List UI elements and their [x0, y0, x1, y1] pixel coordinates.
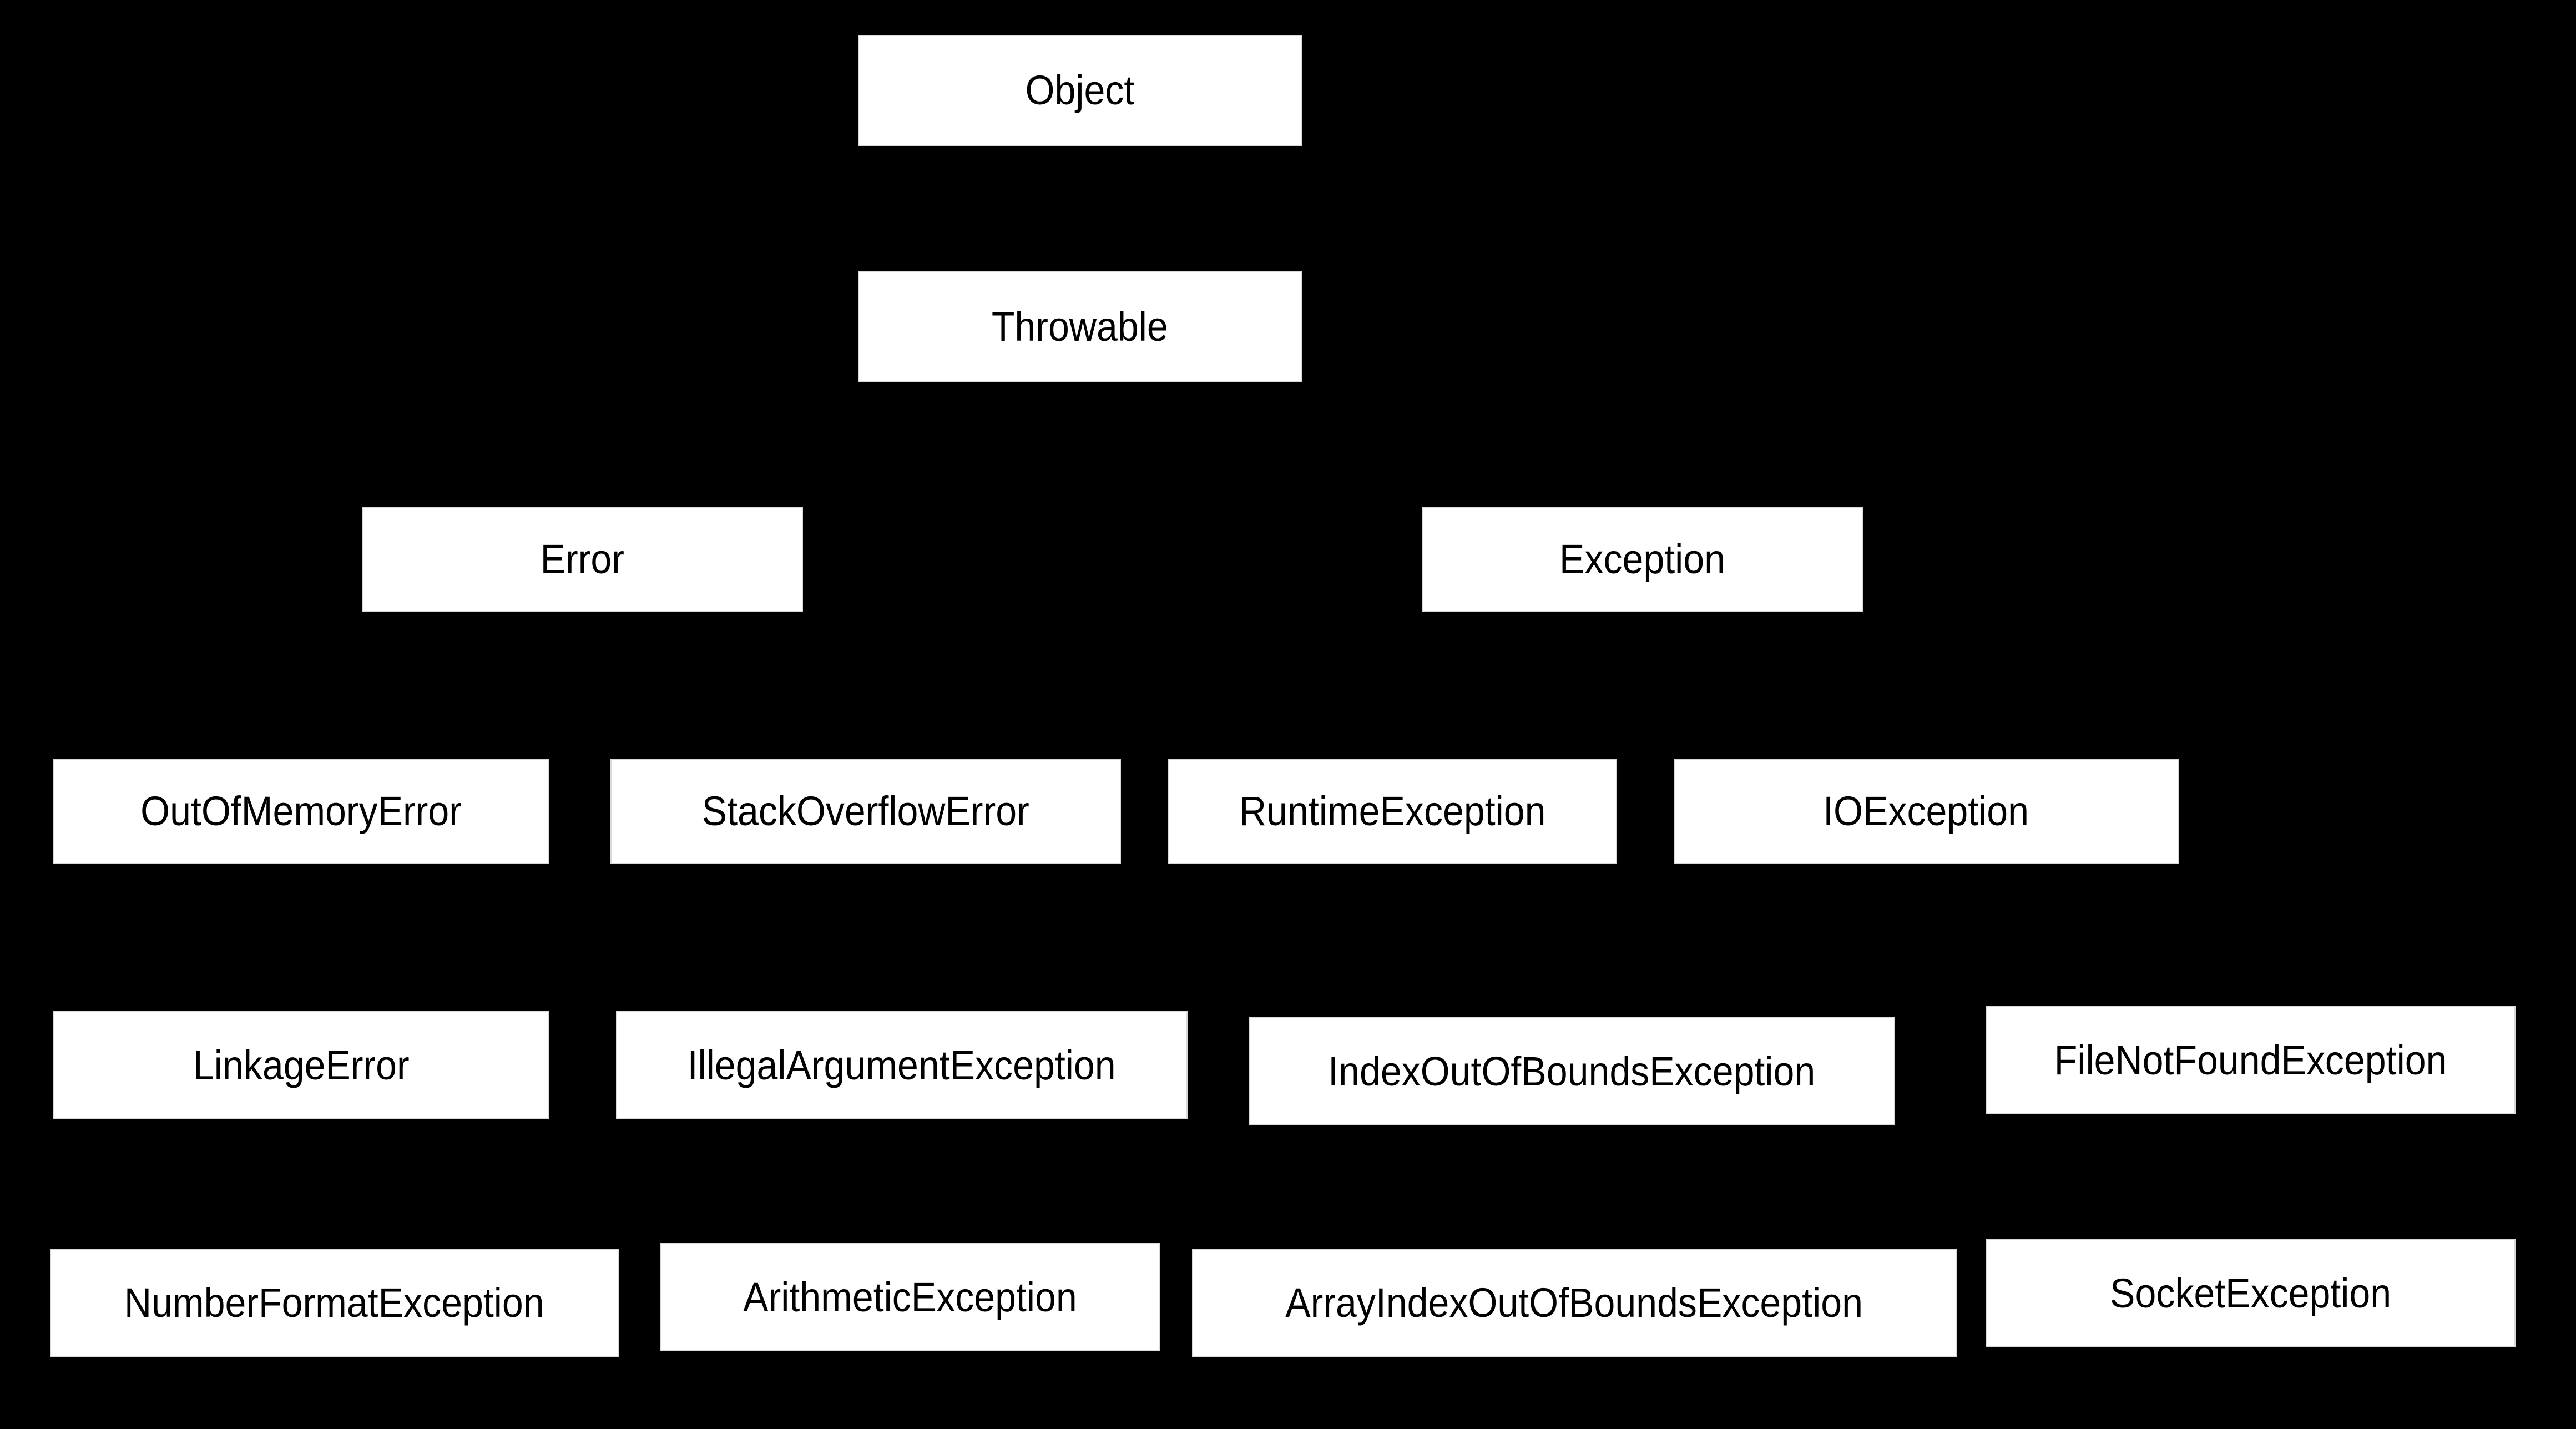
class-node-linkageerror[interactable]: LinkageError — [53, 1011, 549, 1119]
class-node-label: Object — [1025, 67, 1135, 113]
class-node-illegalargumentexception[interactable]: IllegalArgumentException — [616, 1011, 1188, 1119]
class-node-indexoutofboundsexception[interactable]: IndexOutOfBoundsException — [1249, 1017, 1895, 1125]
class-node-label: IllegalArgumentException — [687, 1042, 1117, 1088]
class-node-socketexception[interactable]: SocketException — [1986, 1239, 2516, 1347]
class-node-numberformatexception[interactable]: NumberFormatException — [50, 1249, 619, 1357]
class-node-label: ArithmeticException — [743, 1274, 1077, 1320]
class-node-ioexception[interactable]: IOException — [1674, 759, 2179, 864]
class-node-label: NumberFormatException — [124, 1279, 544, 1326]
class-node-label: SocketException — [2109, 1270, 2392, 1316]
class-node-label: StackOverflowError — [701, 788, 1030, 834]
class-node-arrayindexoutofboundsexception[interactable]: ArrayIndexOutOfBoundsException — [1192, 1249, 1957, 1357]
class-node-outofmemoryerror[interactable]: OutOfMemoryError — [53, 759, 549, 864]
class-node-throwable[interactable]: Throwable — [858, 271, 1302, 382]
class-node-arithmeticexception[interactable]: ArithmeticException — [660, 1243, 1160, 1351]
class-node-label: FileNotFoundException — [2054, 1037, 2447, 1083]
class-node-label: Error — [540, 536, 625, 582]
class-node-stackoverflowerror[interactable]: StackOverflowError — [610, 759, 1121, 864]
class-node-label: RuntimeException — [1239, 788, 1546, 834]
class-node-exception[interactable]: Exception — [1422, 507, 1863, 612]
class-node-label: Exception — [1559, 536, 1725, 582]
class-node-filenotfoundexception[interactable]: FileNotFoundException — [1986, 1006, 2516, 1114]
class-node-error[interactable]: Error — [362, 507, 803, 612]
class-node-label: Throwable — [992, 304, 1168, 350]
class-node-object[interactable]: Object — [858, 35, 1302, 146]
class-node-label: OutOfMemoryError — [140, 788, 462, 834]
class-node-label: LinkageError — [193, 1042, 410, 1088]
class-node-runtimeexception[interactable]: RuntimeException — [1168, 759, 1617, 864]
class-node-label: IOException — [1823, 788, 2029, 834]
class-node-label: ArrayIndexOutOfBoundsException — [1285, 1279, 1863, 1326]
class-node-label: IndexOutOfBoundsException — [1328, 1048, 1816, 1094]
